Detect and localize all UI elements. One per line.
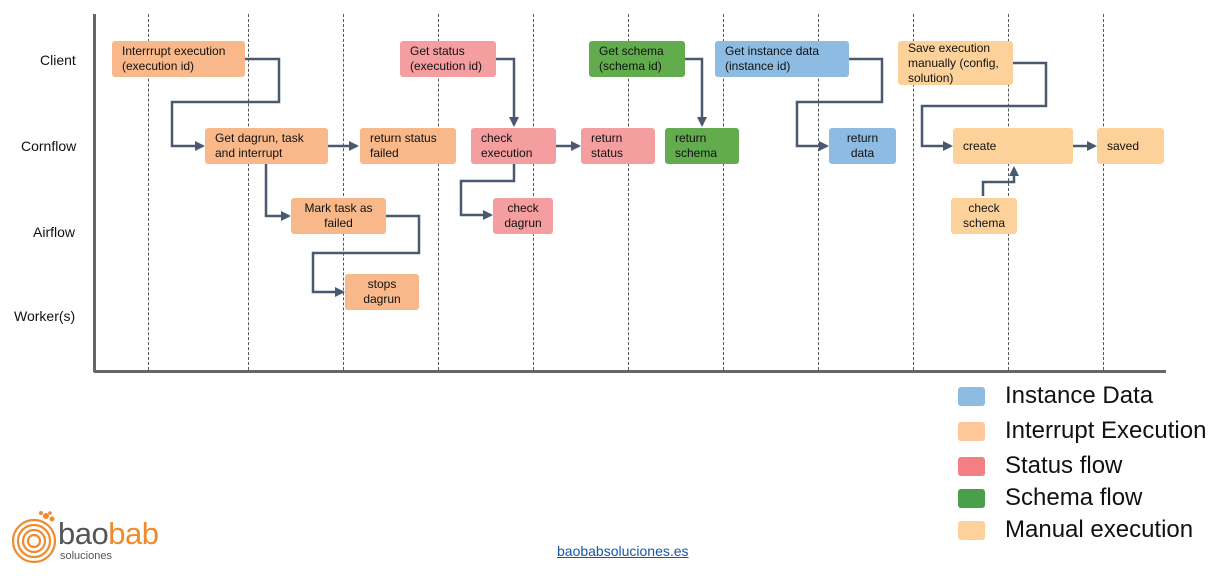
box-mark-task-failed: Mark task as failed <box>291 198 386 234</box>
box-label: check dagrun <box>504 201 542 230</box>
box-return-data: return data <box>829 128 896 164</box>
arrow-get-status-to-check-execution <box>496 57 519 127</box>
box-label: create <box>963 138 997 153</box>
box-check-execution: check execution <box>471 128 556 164</box>
box-label: return data <box>846 131 879 160</box>
box-saved: saved <box>1097 128 1164 164</box>
time-divider <box>913 14 914 370</box>
lane-label-cornflow: Cornflow <box>21 138 77 154</box>
arrow-mark-task-to-stops-dagrun <box>311 214 421 297</box>
box-check-dagrun: check dagrun <box>493 198 553 234</box>
legend-label: Status flow <box>1005 452 1123 479</box>
box-label: return schema <box>675 131 718 160</box>
box-label: Get instance data (instance id) <box>725 44 820 73</box>
box-label: Get status (execution id) <box>410 44 483 73</box>
lane-label-airflow: Airflow <box>33 224 76 240</box>
arrow-get-dagrun-to-mark-task <box>264 163 291 221</box>
legend-swatch <box>958 386 985 406</box>
baobab-logo: baobab soluciones <box>10 510 185 565</box>
arrow-get-schema-to-return-schema <box>685 57 707 127</box>
box-create: create <box>953 128 1073 164</box>
footer-website-link[interactable]: baobabsoluciones.es <box>557 543 689 559</box>
box-label: saved <box>1107 138 1140 153</box>
y-axis-line <box>93 14 96 372</box>
time-divider <box>438 14 439 370</box>
legend-swatch <box>958 488 985 508</box>
box-get-dagrun: Get dagrun, task and interrupt <box>205 128 328 164</box>
legend-label: Interrupt Execution <box>1005 417 1207 444</box>
logo-bab: bab <box>108 516 159 551</box>
box-label: Mark task as failed <box>304 201 373 230</box>
arrow-interrupt-to-get-dagrun <box>170 57 281 151</box>
arrow-create-check-schema <box>981 166 1019 196</box>
box-label: Interrrupt execution (execution id) <box>122 44 226 73</box>
legend-item-schema-flow: Schema flow <box>958 484 1143 511</box>
box-interrupt-execution: Interrrupt execution (execution id) <box>112 41 245 77</box>
legend-item-interrupt-execution: Interrupt Execution <box>958 417 1207 444</box>
box-check-schema: check schema <box>951 198 1017 234</box>
legend-swatch <box>958 421 985 441</box>
time-divider <box>723 14 724 370</box>
time-divider <box>1103 14 1104 370</box>
logo-bao: bao <box>58 516 109 551</box>
box-label: return status failed <box>370 131 437 160</box>
lane-label-workers: Worker(s) <box>14 308 76 324</box>
box-stops-dagrun: stops dagrun <box>345 274 419 310</box>
time-divider <box>818 14 819 370</box>
legend-label: Schema flow <box>1005 484 1143 511</box>
legend-item-instance-data: Instance Data <box>958 382 1154 409</box>
box-label: Save execution manually (config, solutio… <box>908 40 999 85</box>
legend-label: Manual execution <box>1005 516 1194 543</box>
box-return-schema: return schema <box>665 128 739 164</box>
x-axis-line <box>94 370 1166 373</box>
time-divider <box>148 14 149 370</box>
box-get-schema: Get schema (schema id) <box>589 41 685 77</box>
time-divider <box>533 14 534 370</box>
box-label: Get schema (schema id) <box>599 44 664 73</box>
time-divider <box>248 14 249 370</box>
box-return-status-failed: return status failed <box>360 128 456 164</box>
box-label: check execution <box>481 131 533 160</box>
box-label: return status <box>591 131 624 160</box>
time-divider <box>628 14 629 370</box>
box-label: check schema <box>962 201 1006 230</box>
legend-swatch <box>958 456 985 476</box>
box-get-status: Get status (execution id) <box>400 41 496 77</box>
legend-swatch <box>958 520 985 540</box>
box-return-status: return status <box>581 128 655 164</box>
box-label: Get dagrun, task and interrupt <box>215 131 304 160</box>
box-get-instance-data: Get instance data (instance id) <box>715 41 849 77</box>
lane-label-client: Client <box>40 52 76 68</box>
legend-label: Instance Data <box>1005 382 1154 409</box>
arrow-get-instance-to-return-data <box>795 57 884 151</box>
baobab-tree-icon <box>11 511 57 564</box>
legend-item-status-flow: Status flow <box>958 452 1123 479</box>
time-divider <box>343 14 344 370</box>
legend-item-manual-execution: Manual execution <box>958 516 1194 543</box>
logo-subtitle: soluciones <box>60 550 112 562</box>
time-divider <box>1008 14 1009 370</box>
box-save-execution: Save execution manually (config, solutio… <box>898 41 1013 85</box>
logo-wordmark: baobab <box>58 516 159 552</box>
box-label: stops dagrun <box>363 277 401 306</box>
arrow-save-execution-to-create <box>920 61 1048 151</box>
arrow-check-execution-to-check-dagrun <box>459 163 516 220</box>
